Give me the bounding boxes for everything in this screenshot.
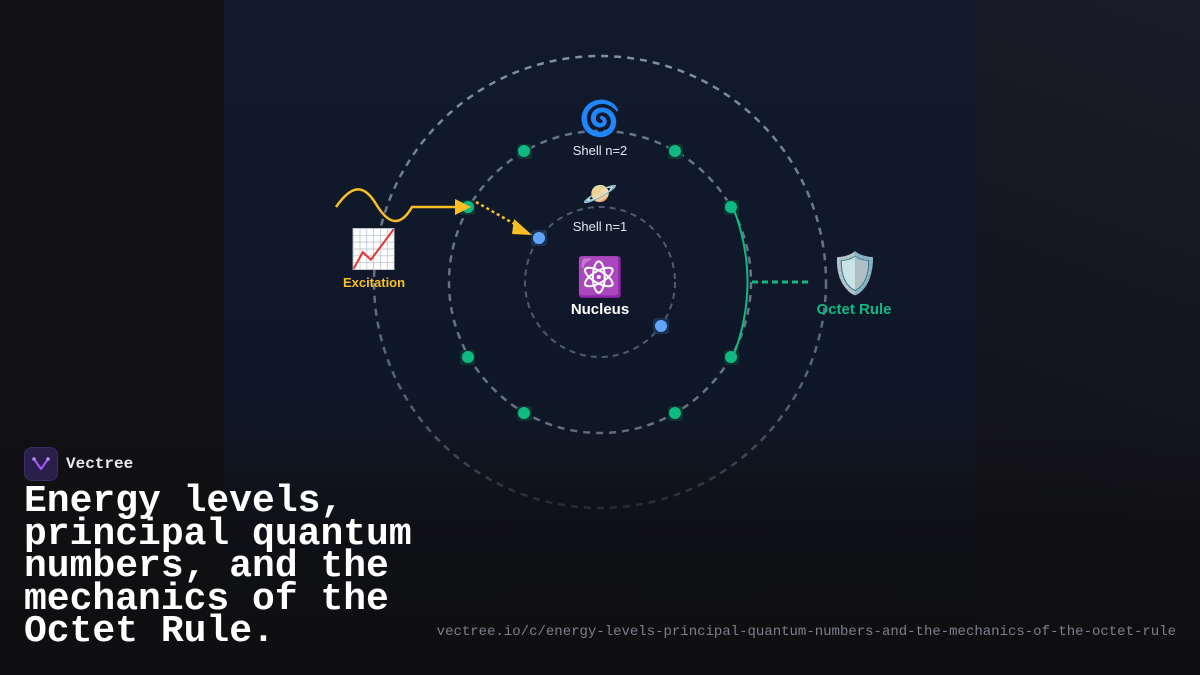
shell-n1-orbit <box>524 206 676 358</box>
brand-name: Vectree <box>66 455 134 473</box>
vectree-logo-icon <box>24 447 58 481</box>
ringed-planet-icon: 🪐 <box>582 177 618 210</box>
chart-increasing-icon: 📈 <box>350 227 398 271</box>
outer-electron <box>669 145 681 157</box>
shield-icon: 🛡️ <box>830 251 880 297</box>
spiral-galaxy-icon: 🌀 <box>578 99 622 139</box>
atom-symbol-icon: ⚛️ <box>576 255 624 299</box>
brand: Vectree <box>24 447 133 481</box>
inner-electron <box>533 232 545 244</box>
excitation-jump-arrow <box>475 200 532 235</box>
inner-electron <box>655 320 667 332</box>
inner-electrons <box>531 230 669 334</box>
shell-n1-label: Shell n=1 <box>572 219 628 234</box>
excitation-label: Excitation <box>342 275 406 290</box>
octet-rule-label: Octet Rule <box>816 301 892 318</box>
outer-electrons <box>460 144 739 421</box>
outer-electron <box>462 351 474 363</box>
excitation-wave <box>334 188 471 223</box>
bottom-fade <box>0 420 1200 675</box>
outer-electron <box>518 407 530 419</box>
octet-arc <box>732 206 749 358</box>
shell-n2-label: Shell n=2 <box>572 143 628 158</box>
page-title: Energy levels, principal quantum numbers… <box>24 480 412 653</box>
nucleus-label: Nucleus <box>570 301 630 318</box>
outer-electron <box>669 407 681 419</box>
outer-electron <box>518 145 530 157</box>
page-url: vectree.io/c/energy-levels-principal-qua… <box>436 624 1176 640</box>
